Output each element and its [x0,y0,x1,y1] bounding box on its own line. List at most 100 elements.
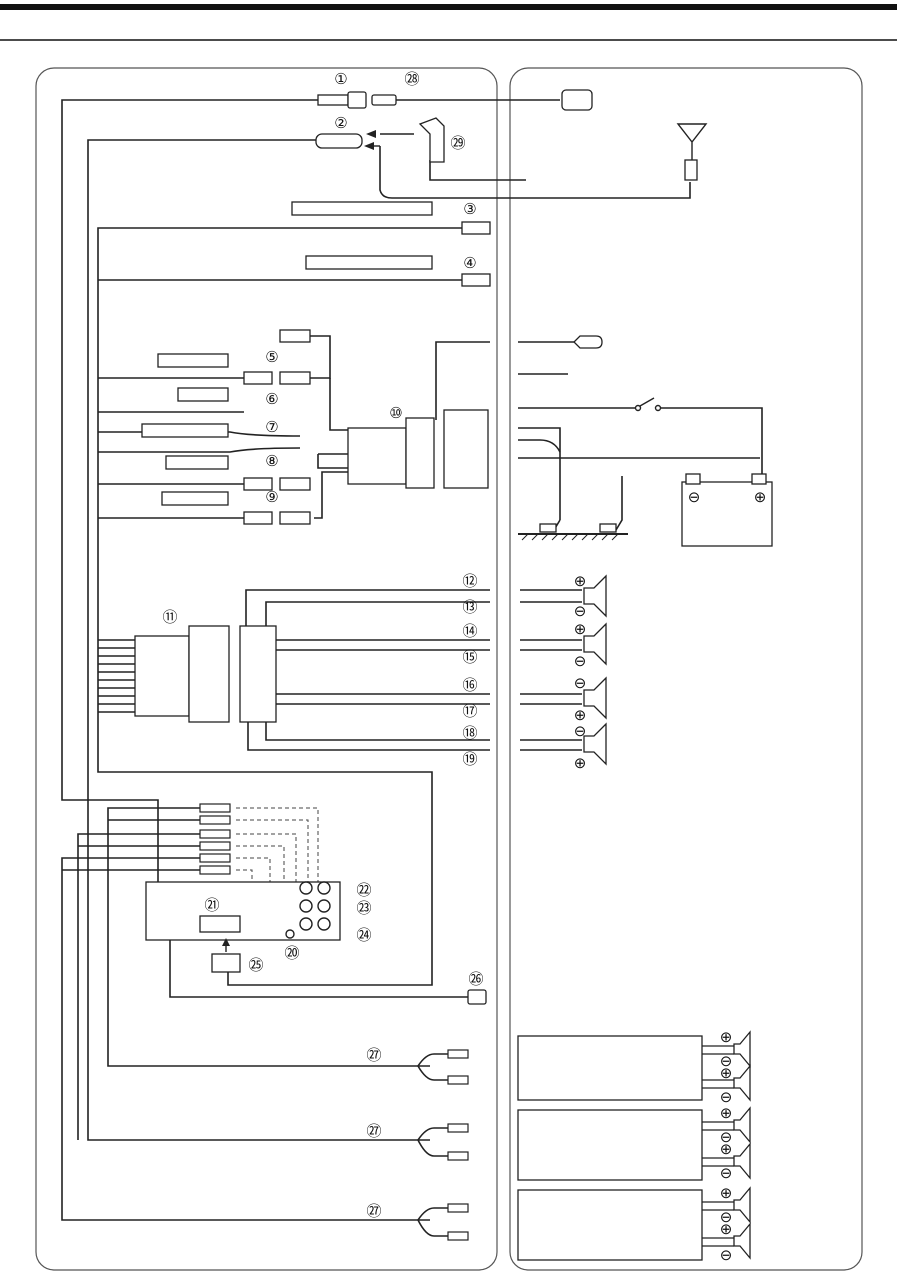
rca-plug [199,815,231,825]
callout-15: ⑮ [462,649,477,666]
amplifier-1 [517,1035,703,1101]
arrow-29-head [366,130,376,138]
ground-screw-2 [599,523,617,533]
callout-17: ⑰ [462,703,477,720]
callout-19: ⑲ [462,751,477,768]
plus-symbol: ⊕ [574,573,587,590]
speaker-icon [733,1222,751,1260]
antenna-base [684,159,698,181]
rca-plug [199,829,231,839]
rca-jack [317,917,331,931]
fuse-9b [279,511,311,525]
ground-hatch [521,533,619,541]
callout-5: ⑤ [265,349,278,366]
fuse-5a [243,371,273,385]
switch-contact [634,404,642,412]
plug-2 [315,133,363,149]
fuse-top [279,329,311,343]
plus-symbol: ⊕ [720,1221,733,1238]
rca-plug [447,1075,469,1085]
callout-8: ⑧ [265,453,278,470]
vehicle-speaker-connector [239,625,277,723]
callout-18: ⑱ [462,725,477,742]
end-connector-28 [561,89,593,111]
minus-symbol: ⊖ [720,1053,733,1070]
minus-symbol: ⊖ [720,1129,733,1146]
callout-29: ㉙ [450,135,465,152]
plus-symbol: ⊕ [574,755,587,772]
arrow-2-head [364,142,374,150]
amplifier-3 [517,1189,703,1261]
callout-28: ㉘ [404,71,419,88]
usb-connector-26 [467,989,487,1005]
rca-plug [447,1123,469,1133]
callout-12: ⑫ [462,573,477,590]
fuse-8b [279,477,311,491]
power-connector-10-plug [405,417,435,489]
battery-negative-terminal [685,473,701,485]
plus-symbol: ⊕ [574,707,587,724]
callout-2: ② [334,115,347,132]
minus-symbol: ⊖ [574,675,587,692]
callout-20: ⑳ [284,945,299,962]
callout-1: ① [334,71,347,88]
callout-13: ⑬ [462,599,477,616]
callout-22: ㉒ [356,882,371,899]
callout-27b: ㉗ [366,1123,381,1140]
rca-plug [199,803,231,813]
plus-symbol: ⊕ [574,621,587,638]
header-bar [0,4,897,10]
callout-16: ⑯ [462,677,477,694]
rca-plug [199,865,231,875]
rca-jack [299,881,313,895]
label-box-8 [165,455,229,470]
amp-speaker-leads [702,1045,734,1247]
callout-3: ③ [463,201,476,218]
callout-11: ⑪ [162,609,177,626]
callout-26: ㉖ [468,971,483,988]
rca-plug [447,1049,469,1059]
rca-plug [199,853,231,863]
callout-9: ⑨ [265,489,278,506]
minus-symbol: ⊖ [574,603,587,620]
callout-24: ㉔ [356,927,371,944]
speaker-icon [733,1030,751,1068]
plug-28 [371,94,397,106]
rca-plug [447,1231,469,1241]
callout-23: ㉓ [356,900,371,917]
fuse-8a [243,477,273,491]
callout-6: ⑥ [265,391,278,408]
speaker-connector-11 [134,635,190,717]
fuse-9a [243,511,273,525]
battery-plus: ⊕ [754,489,767,506]
rca-jack [299,917,313,931]
speaker-icon [583,722,607,766]
arrow-25-head [222,938,230,946]
rca-plug [447,1151,469,1161]
rca-jack [317,881,331,895]
rca-jack [299,899,313,913]
rca-plug [447,1203,469,1213]
amplifier-2 [517,1109,703,1181]
speaker-icon [733,1142,751,1180]
battery-positive-terminal [751,473,767,485]
misc-symbols [225,123,708,952]
antenna-icon [676,123,708,160]
plus-symbol: ⊕ [720,1141,733,1158]
plus-symbol: ⊕ [720,1029,733,1046]
minus-symbol: ⊖ [720,1209,733,1226]
jack-20 [285,929,295,939]
plus-symbol: ⊕ [720,1105,733,1122]
minus-symbol: ⊖ [720,1247,733,1264]
power-connector-10 [347,427,407,485]
speaker-icon [583,622,607,666]
speaker-icon [733,1186,751,1224]
label-boxes [141,201,433,506]
ignition-tag [573,335,603,349]
vehicle-connector-10 [443,409,489,489]
speakers [583,574,751,1260]
battery-minus: ⊖ [688,489,701,506]
rca-jack [317,899,331,913]
adapter-29 [418,117,445,163]
plus-symbol: ⊕ [720,1185,733,1202]
